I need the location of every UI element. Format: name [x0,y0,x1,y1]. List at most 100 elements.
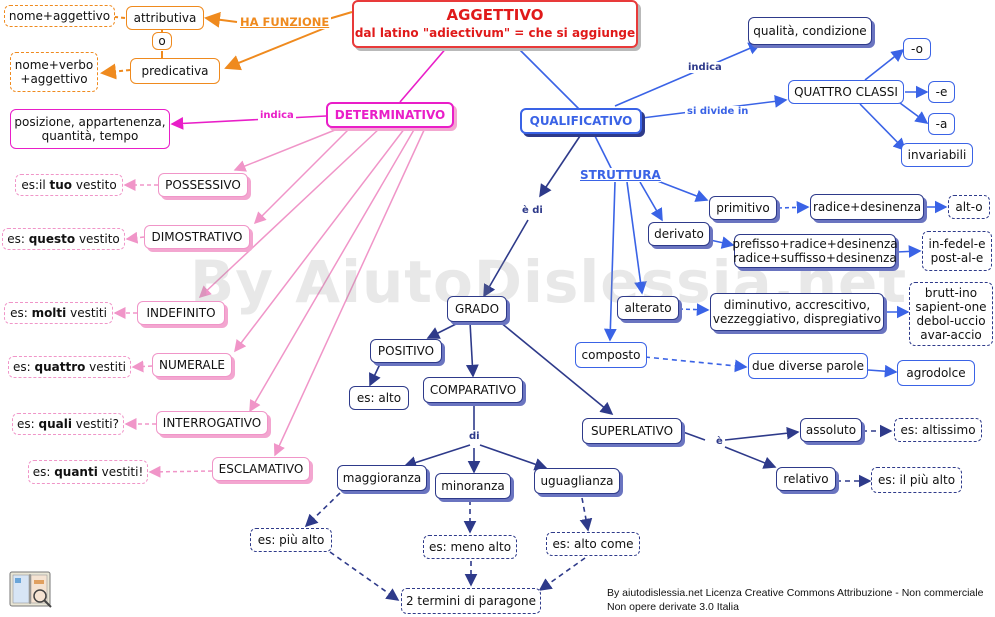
node-posizione-line2: quantità, tempo [41,129,139,143]
node-classe-e: -e [928,81,955,103]
label-ha-funzione: HA FUNZIONE [238,15,332,29]
node-minoranza: minoranza [435,473,511,499]
node-radice-desinenza: radice+desinenza [810,194,924,220]
ex-esclamativo-post: vestiti! [97,465,144,479]
label-indica-determinativo: indica [258,110,296,121]
ex-indefinito-pre: es: [10,306,32,320]
node-derivato: derivato [648,222,710,246]
ex-dimostrativo-post: vestito [75,232,120,246]
node-example-indefinito: es: molti vestiti [4,302,113,324]
node-derivato-desc: prefisso+radice+desinenza radice+suffiss… [732,234,898,268]
node-example-esclamativo: es: quanti vestiti! [28,460,148,484]
ex-numerale-pre: es: [12,360,35,374]
node-nome-verbo-line2: +aggettivo [20,72,88,86]
node-alterato: alterato [617,296,679,320]
node-example-dimostrativo: es: questo vestito [2,228,125,250]
node-dimostrativo: DIMOSTRATIVO [144,225,250,249]
node-determinativo: DETERMINATIVO [326,102,454,128]
node-relativo: relativo [776,467,836,491]
title-sub: dal latino "adiectivum" = che si aggiung… [354,26,636,40]
ex-possessivo-post: vestito [72,178,117,192]
node-example-meno-alto: es: meno alto [423,535,517,559]
node-superlativo: SUPERLATIVO [582,418,682,444]
node-nome-verbo-aggettivo: nome+verbo +aggettivo [10,52,98,92]
node-alterato-ex-4: avar-accio [920,328,982,342]
ex-indefinito-bold: molti [31,306,67,320]
node-positivo-example: es: alto [349,386,409,410]
node-posizione-line1: posizione, appartenenza, [14,115,166,129]
ex-possessivo-bold: tuo [49,178,73,192]
node-alterato-ex-2: sapient-one [915,300,987,314]
node-classe-invariabili: invariabili [901,143,973,167]
ex-interrogativo-bold: quali [38,417,72,431]
label-o: o [152,32,172,50]
ex-interrogativo-post: vestiti? [71,417,119,431]
node-example-piu-alto: es: più alto [250,528,332,552]
label-si-divide-in: si divide in [685,106,751,117]
book-logo-icon [9,571,52,608]
node-attributiva: attributiva [126,6,204,30]
title-box: AGGETTIVO dal latino "adiectivum" = che … [352,0,638,48]
title-main: AGGETTIVO [446,6,544,24]
node-composto: composto [575,342,647,368]
node-example-interrogativo: es: quali vestiti? [12,413,124,435]
node-agrodolce: agrodolce [897,360,975,386]
license-line2: Non opere derivate 3.0 Italia [607,601,739,613]
node-alterato-desc-line1: diminutivo, accrescitivo, [723,298,871,312]
license-text: By aiutodislessia.net Licenza Creative C… [607,586,983,614]
label-e-di: è di [520,205,545,216]
node-predicativa: predicativa [130,58,220,84]
node-due-diverse-parole: due diverse parole [748,353,868,379]
node-alterato-ex-3: debol-uccio [916,314,986,328]
license-line1: By aiutodislessia.net Licenza Creative C… [607,587,984,599]
node-alterato-ex-1: brutt-ino [924,286,978,300]
node-derivato-ex-line2: post-al-e [930,251,984,265]
ex-possessivo-pre: es:il [21,178,50,192]
node-nome-verbo-line1: nome+verbo [14,58,94,72]
node-classe-a: -a [928,113,955,135]
ex-numerale-post: vestiti [85,360,126,374]
node-numerale: NUMERALE [152,353,232,377]
node-alterato-desc: diminutivo, accrescitivo, vezzeggiativo,… [710,293,884,331]
node-possessivo: POSSESSIVO [158,173,248,197]
node-qualita-condizione: qualità, condizione [748,17,872,45]
node-alterato-desc-line2: vezzeggiativo, dispregiativo [712,312,882,326]
node-assoluto: assoluto [800,418,862,442]
label-e: è [714,436,725,447]
node-derivato-desc-line1: prefisso+radice+desinenza [732,237,898,251]
node-example-numerale: es: quattro vestiti [8,356,131,378]
node-struttura: STRUTTURA [580,168,661,182]
node-classe-o: -o [903,38,931,60]
node-comparativo: COMPARATIVO [423,377,523,403]
node-grado: GRADO [447,296,507,322]
node-maggioranza: maggioranza [337,465,427,491]
node-nome-aggettivo: nome+aggettivo [4,5,115,27]
node-relativo-example: es: il più alto [871,467,962,493]
node-alt-o: alt-o [948,195,990,219]
node-derivato-example: in-fedel-e post-al-e [922,231,992,271]
node-positivo: POSITIVO [370,339,442,363]
node-derivato-ex-line1: in-fedel-e [928,237,986,251]
node-indefinito: INDEFINITO [137,301,225,325]
node-esclamativo: ESCLAMATIVO [212,457,310,481]
ex-dimostrativo-pre: es: [7,232,29,246]
ex-indefinito-post: vestiti [66,306,107,320]
label-indica-qualificativo: indica [686,62,724,73]
node-example-alto-come: es: alto come [546,532,640,556]
ex-esclamativo-pre: es: [32,465,55,479]
node-posizione-appartenenza: posizione, appartenenza, quantità, tempo [10,109,170,149]
node-uguaglianza: uguaglianza [534,468,620,494]
node-quattro-classi: QUATTRO CLASSI [788,80,904,104]
node-alterato-example: brutt-ino sapient-one debol-uccio avar-a… [909,282,993,346]
node-termini-paragone: 2 termini di paragone [401,588,541,614]
ex-interrogativo-pre: es: [17,417,39,431]
ex-dimostrativo-bold: questo [28,232,76,246]
node-interrogativo: INTERROGATIVO [156,411,268,435]
ex-numerale-bold: quattro [34,360,86,374]
node-assoluto-example: es: altissimo [894,418,982,442]
node-derivato-desc-line2: radice+suffisso+desinenza [733,251,897,265]
node-primitivo: primitivo [709,196,777,220]
label-di: di [467,431,482,442]
ex-esclamativo-bold: quanti [54,465,98,479]
